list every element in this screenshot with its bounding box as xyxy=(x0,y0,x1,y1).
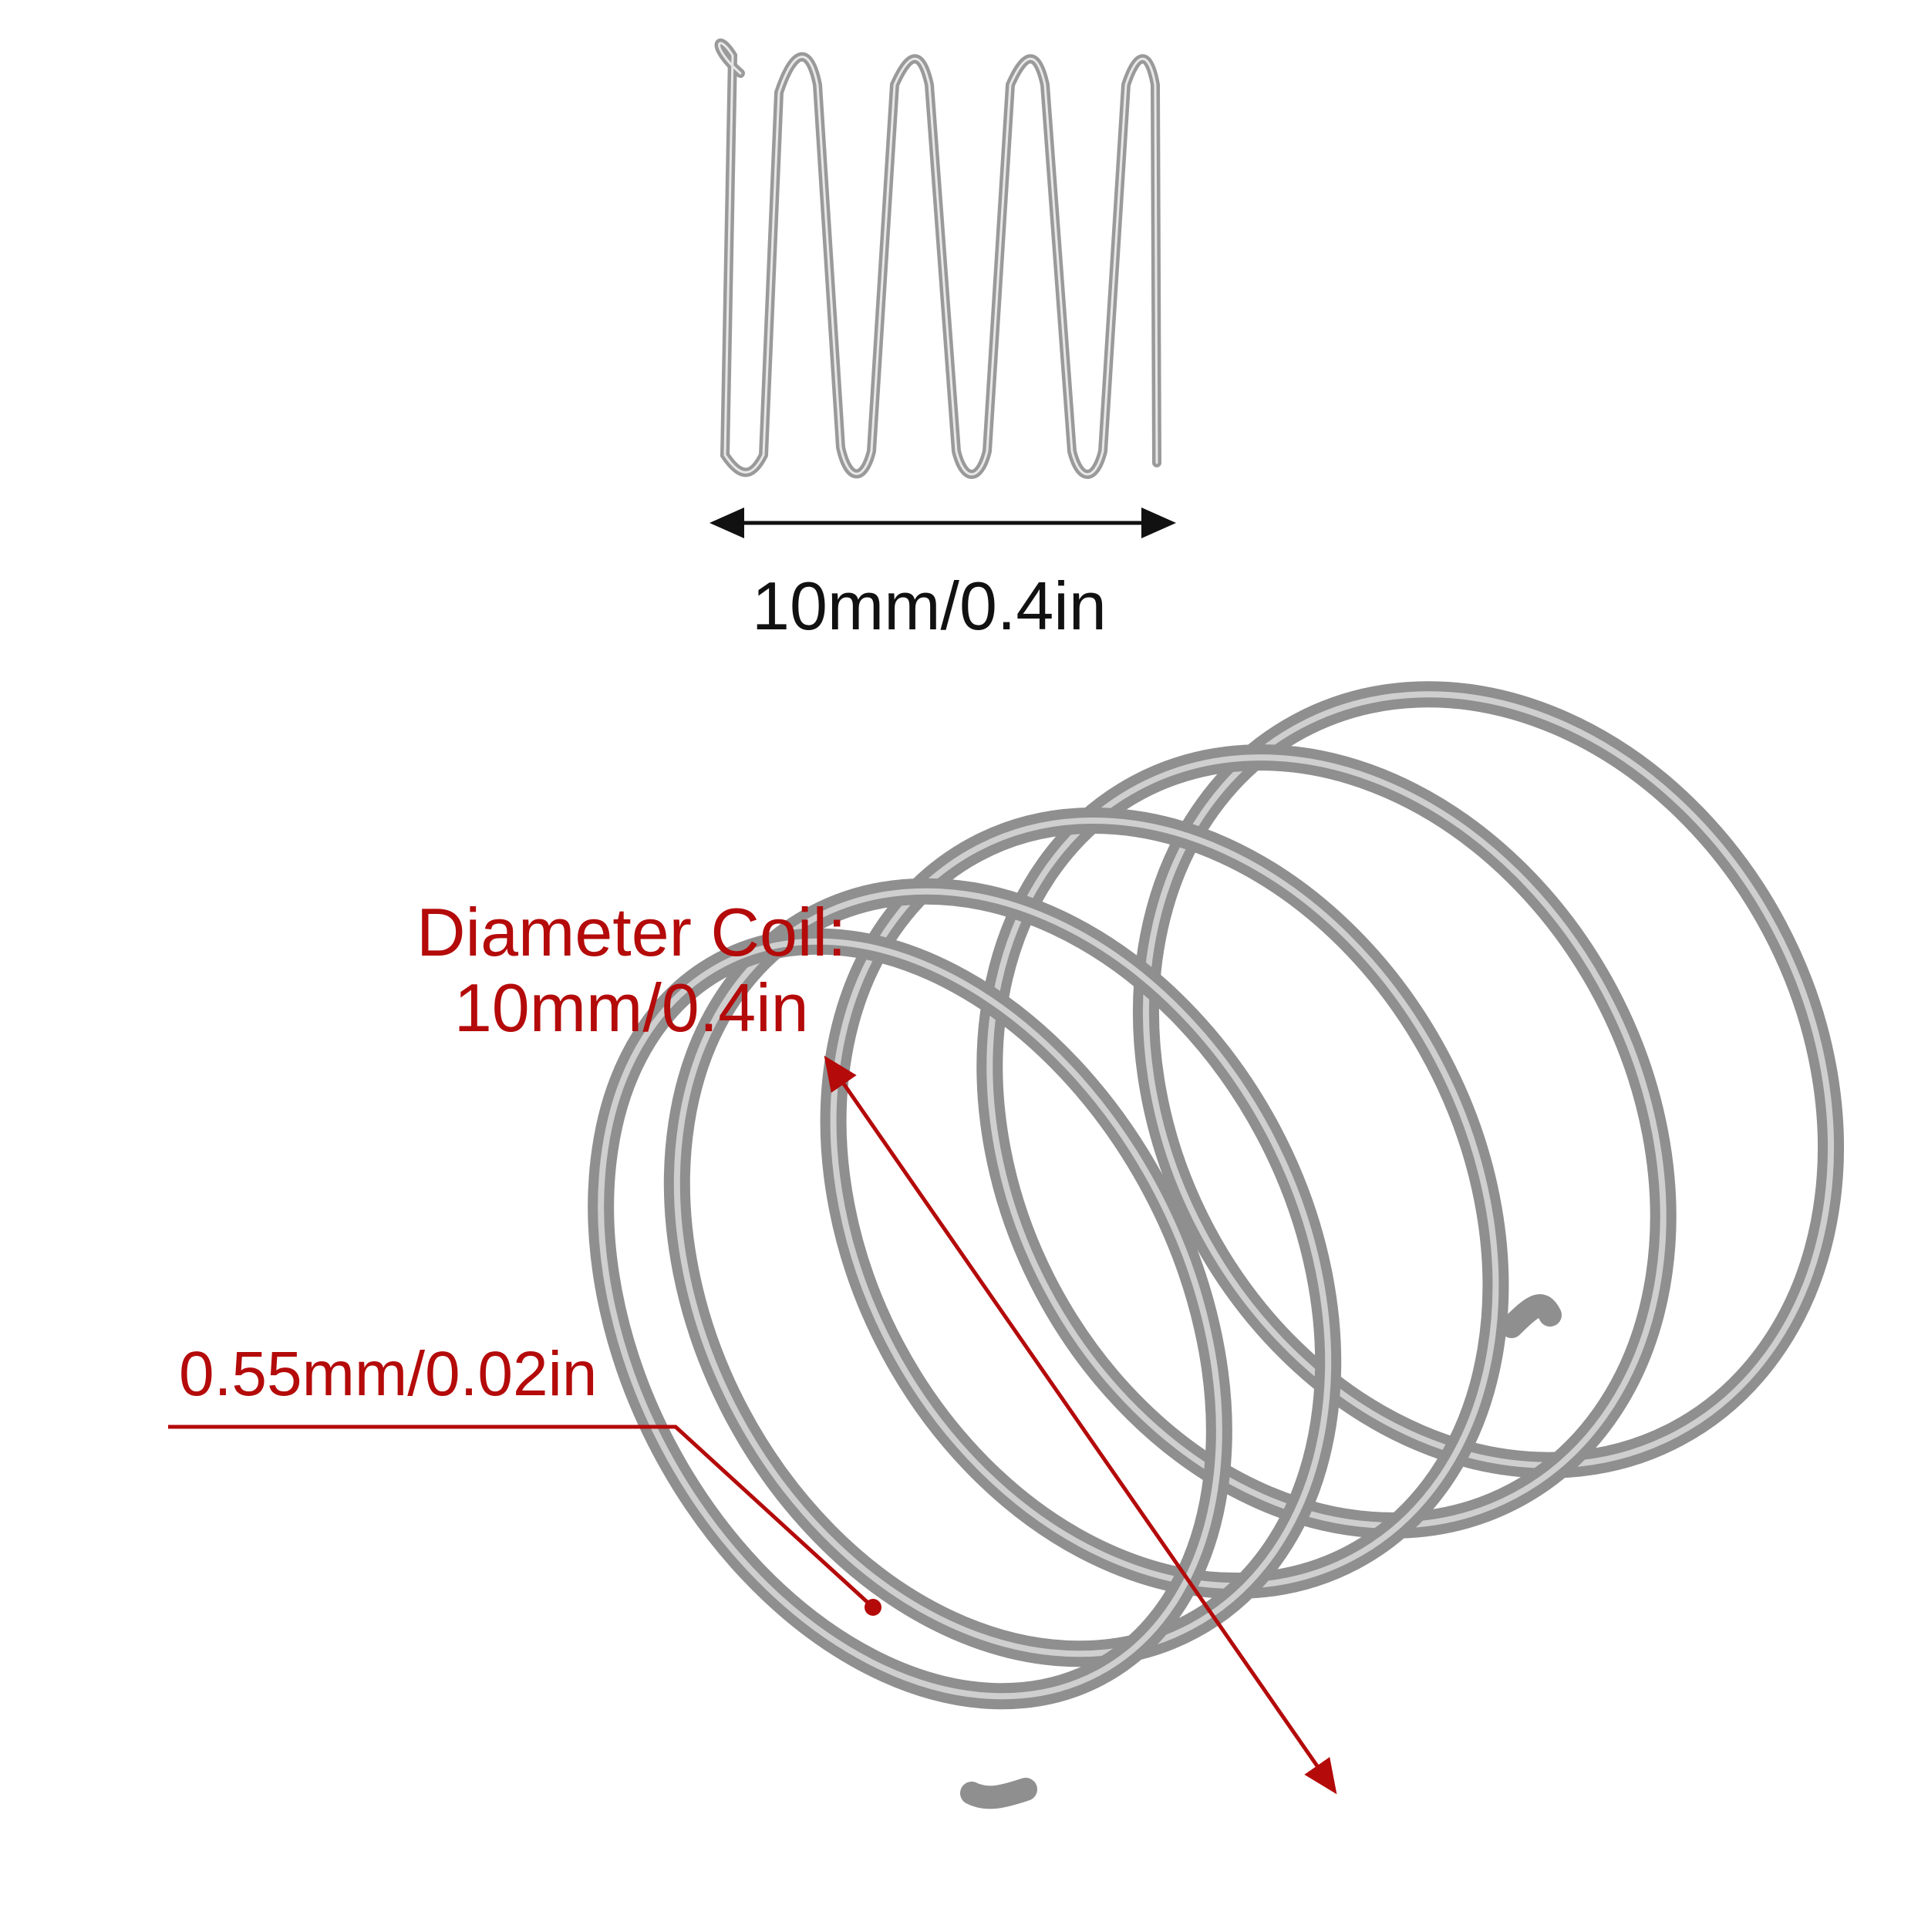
coil-diameter-label-line2: 10mm/0.4in xyxy=(453,969,809,1046)
wire-diameter-leader-dot xyxy=(865,1599,881,1616)
coil-diameter-label: Diameter Coil: 10mm/0.4in xyxy=(416,895,846,1046)
wire-diameter-leader-line xyxy=(168,1425,875,1609)
coil-diameter-arrow xyxy=(824,1055,1337,1795)
small-spring-side-view xyxy=(714,38,1161,479)
wire-diameter-label: 0.55mm/0.02in xyxy=(179,1339,598,1409)
coil-diameter-label-line1: Diameter Coil: xyxy=(416,894,847,970)
large-spring-perspective-view xyxy=(588,681,1844,1809)
length-dimension-label: 10mm/0.4in xyxy=(752,568,1107,644)
